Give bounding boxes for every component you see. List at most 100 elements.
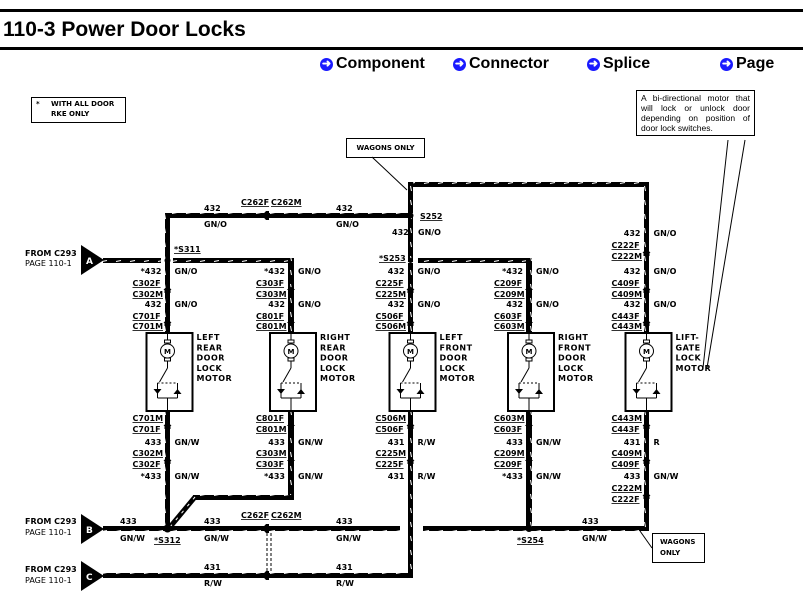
- connector-label[interactable]: C225M: [376, 449, 407, 458]
- connector-label[interactable]: C443F: [612, 425, 640, 434]
- diode-icon: [652, 389, 661, 394]
- connector-pin: [525, 287, 533, 290]
- motor-1[interactable]: M: [145, 332, 194, 412]
- source-c[interactable]: C: [81, 561, 104, 591]
- connector-label[interactable]: C801M: [256, 425, 287, 434]
- wire-wagons-top-vertical-right: [644, 182, 649, 332]
- splice-s311-label[interactable]: *S311: [174, 245, 201, 254]
- b-circuit-far: 433: [582, 517, 599, 526]
- top-bus-connector-f[interactable]: C262F: [241, 198, 269, 207]
- connector-pin-base: [164, 323, 171, 326]
- connector-label[interactable]: C222M: [612, 484, 643, 493]
- connector-label[interactable]: C209F: [494, 279, 522, 288]
- motor-brush-bottom: [287, 357, 295, 362]
- top-bus-connector-m[interactable]: C262M: [271, 198, 302, 207]
- splice-s252[interactable]: [407, 212, 414, 219]
- motor-symbol-label: M: [526, 348, 533, 356]
- connector-label[interactable]: C225M: [376, 290, 407, 299]
- connector-label[interactable]: C302M: [133, 290, 164, 299]
- connector-label[interactable]: C209M: [494, 290, 525, 299]
- motor-name-line: GATE: [676, 343, 701, 352]
- connector-label[interactable]: C701F: [133, 425, 161, 434]
- diode-icon: [153, 389, 162, 394]
- switch-icon: [520, 367, 530, 383]
- connector-label[interactable]: C302F: [133, 279, 161, 288]
- wire-color-label: GN/O: [418, 267, 441, 276]
- splice-s311[interactable]: [164, 257, 171, 264]
- motor-name-line: REAR: [197, 343, 223, 352]
- connector-label[interactable]: C303F: [256, 279, 284, 288]
- connector-label[interactable]: C603F: [494, 425, 522, 434]
- b-color-right: GN/W: [336, 534, 361, 543]
- connector-c262-bottom-b: [266, 524, 269, 533]
- splice-s252-label[interactable]: S252: [420, 212, 442, 221]
- connector-label[interactable]: C443F: [612, 312, 640, 321]
- nav-component-link[interactable]: ➜ Component: [320, 55, 425, 73]
- motor-brush-top: [287, 339, 295, 344]
- connector-label[interactable]: C409F: [612, 279, 640, 288]
- bottom-bus-connector-m[interactable]: C262M: [271, 511, 302, 520]
- connector-label[interactable]: C409F: [612, 460, 640, 469]
- connector-label[interactable]: C222F: [612, 241, 640, 250]
- connector-label[interactable]: C801M: [256, 322, 287, 331]
- source-a[interactable]: A: [81, 245, 104, 275]
- connector-label[interactable]: C302M: [133, 449, 164, 458]
- bottom-bus-connector-f[interactable]: C262F: [241, 511, 269, 520]
- wire-color-label: GN/W: [536, 438, 561, 447]
- connector-label[interactable]: C801F: [256, 312, 284, 321]
- connector-label[interactable]: C303M: [256, 290, 287, 299]
- motor-5[interactable]: M: [624, 332, 673, 412]
- source-b-line1: FROM C293: [25, 517, 77, 526]
- motor-name-line: DOOR: [320, 354, 348, 363]
- connector-label[interactable]: C506M: [376, 414, 407, 423]
- splice-s312-label[interactable]: *S312: [154, 536, 181, 545]
- connector-label[interactable]: C225F: [376, 279, 404, 288]
- motor-name-line: MOTOR: [676, 364, 712, 373]
- motor-4[interactable]: M: [507, 332, 555, 412]
- connector-label[interactable]: C701M: [133, 322, 164, 331]
- connector-c262-bottom-b-pin: [262, 524, 266, 533]
- connector-pin-base: [407, 323, 414, 326]
- connector-label[interactable]: C506M: [376, 322, 407, 331]
- connector-label[interactable]: C506F: [376, 425, 404, 434]
- connector-label[interactable]: C443M: [612, 414, 643, 423]
- nav-splice-link[interactable]: ➜ Splice: [587, 55, 650, 73]
- splice-s254[interactable]: [525, 525, 533, 532]
- connector-label[interactable]: C209F: [494, 460, 522, 469]
- b-color-far: GN/W: [582, 534, 607, 543]
- nav-page-label: Page: [736, 55, 775, 72]
- connector-pin-base: [164, 461, 171, 464]
- connector-label[interactable]: C409M: [612, 449, 643, 458]
- connector-label[interactable]: C302F: [133, 460, 161, 469]
- splice-s253[interactable]: [408, 258, 413, 263]
- connector-label[interactable]: C603M: [494, 414, 525, 423]
- connector-label[interactable]: C222M: [612, 252, 643, 261]
- connector-label[interactable]: C701F: [133, 312, 161, 321]
- nav-connector-link[interactable]: ➜ Connector: [453, 55, 549, 73]
- connector-label[interactable]: C603M: [494, 322, 525, 331]
- motor-description-note: A bi-directional motor that will lock or…: [636, 90, 755, 136]
- connector-label[interactable]: C506F: [376, 312, 404, 321]
- connector-label[interactable]: C222F: [612, 495, 640, 504]
- motor-brush-bottom: [643, 357, 650, 362]
- connector-label[interactable]: C801F: [256, 414, 284, 423]
- nav-page-link[interactable]: ➜ Page: [720, 55, 774, 73]
- connector-label[interactable]: C443M: [612, 322, 643, 331]
- legend-line1: WITH ALL DOOR: [51, 100, 115, 108]
- splice-s254-label[interactable]: *S254: [517, 536, 544, 545]
- motor-3[interactable]: M: [388, 332, 437, 412]
- splice-s312[interactable]: [163, 524, 172, 533]
- splice-s253-label[interactable]: *S253: [379, 254, 406, 263]
- connector-label[interactable]: C209M: [494, 449, 525, 458]
- connector-label[interactable]: C701M: [133, 414, 164, 423]
- diode-icon: [277, 389, 285, 394]
- legend-line2: RKE ONLY: [51, 110, 90, 118]
- connector-label[interactable]: C409M: [612, 290, 643, 299]
- connector-label[interactable]: C225F: [376, 460, 404, 469]
- connector-label[interactable]: C303M: [256, 449, 287, 458]
- motor-2[interactable]: M: [269, 332, 317, 412]
- connector-pin-base: [643, 461, 650, 464]
- source-b[interactable]: B: [81, 514, 104, 544]
- connector-label[interactable]: C603F: [494, 312, 522, 321]
- connector-label[interactable]: C303F: [256, 460, 284, 469]
